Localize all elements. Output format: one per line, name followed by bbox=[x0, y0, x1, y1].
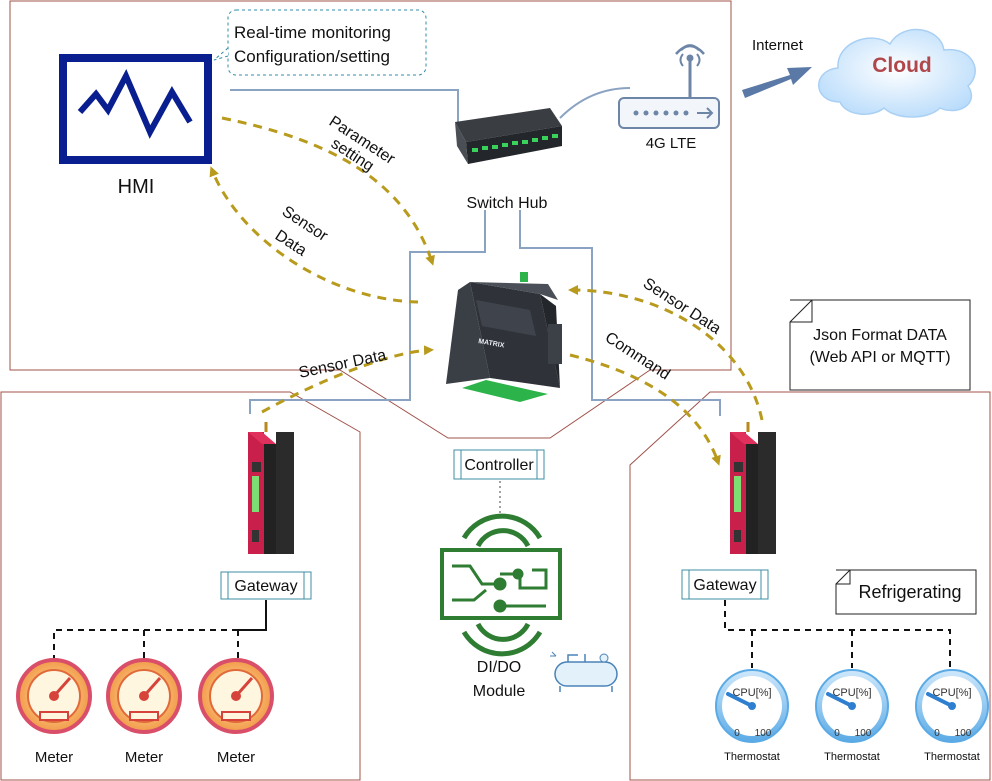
left-region-border bbox=[0, 391, 361, 781]
router-icon[interactable] bbox=[618, 44, 720, 129]
thermostat-label-3: Thermostat bbox=[924, 751, 980, 763]
flow-sensor-to-hmi bbox=[209, 166, 419, 304]
controller-brand: MATRIX bbox=[478, 338, 505, 350]
sensor-left-label: Sensor Data bbox=[297, 347, 388, 382]
tank-icon bbox=[550, 651, 618, 692]
json-note: Json Format DATA (Web API or MQTT) bbox=[789, 299, 971, 391]
thermostat-bus bbox=[724, 600, 951, 668]
gauge-2-title: CPU[%] bbox=[832, 687, 871, 699]
meter-bus bbox=[53, 600, 267, 660]
wire-switch-router bbox=[559, 87, 631, 119]
wire-hmi-switch bbox=[230, 89, 459, 122]
meter-label-1: Meter bbox=[35, 749, 73, 766]
left-gateway-device[interactable] bbox=[248, 422, 294, 554]
meter-label-3: Meter bbox=[217, 749, 255, 766]
right-gateway-label-box: Gateway bbox=[681, 569, 769, 600]
hmi-device[interactable] bbox=[59, 54, 212, 164]
controller-label-box: Controller bbox=[453, 449, 545, 480]
wire-switch-right-gateway bbox=[519, 210, 721, 416]
controller-device[interactable]: MATRIX bbox=[446, 272, 562, 402]
hmi-label: HMI bbox=[118, 176, 155, 198]
switch-hub-label: Switch Hub bbox=[467, 195, 548, 212]
meter-3[interactable] bbox=[198, 658, 274, 734]
flow-sensor-left bbox=[261, 345, 434, 414]
gauge-2-min: 0 bbox=[834, 728, 840, 739]
internet-arrow bbox=[742, 67, 812, 98]
gauge-1-title: CPU[%] bbox=[732, 687, 771, 699]
data-flows bbox=[209, 116, 764, 466]
right-gateway-device[interactable] bbox=[730, 422, 776, 554]
gauge-3-max: 100 bbox=[955, 728, 972, 739]
thermostat-gauge-3[interactable]: CPU[%] 0 100 bbox=[915, 669, 989, 743]
callout-line-2: Configuration/setting bbox=[234, 47, 390, 66]
gauge-1-max: 100 bbox=[755, 728, 772, 739]
hmi-callout: Real-time monitoring Configuration/setti… bbox=[213, 9, 427, 76]
callout-line-1: Real-time monitoring bbox=[234, 23, 391, 42]
right-gateway-label: Gateway bbox=[693, 577, 756, 594]
gauge-3-title: CPU[%] bbox=[932, 687, 971, 699]
internet-label: Internet bbox=[752, 37, 804, 54]
waveform-icon bbox=[77, 69, 193, 139]
router-label: 4G LTE bbox=[646, 135, 697, 152]
thermostat-label-2: Thermostat bbox=[824, 751, 880, 763]
wire-switch-left-gateway bbox=[249, 210, 486, 414]
command-label: Command bbox=[602, 329, 673, 383]
dido-board-icon[interactable] bbox=[440, 513, 562, 657]
meter-1[interactable] bbox=[16, 658, 92, 734]
meter-label-2: Meter bbox=[125, 749, 163, 766]
controller-label: Controller bbox=[464, 457, 534, 474]
left-gateway-label: Gateway bbox=[234, 578, 297, 595]
thermostat-gauge-2[interactable]: CPU[%] 0 100 bbox=[815, 669, 889, 743]
meter-2[interactable] bbox=[106, 658, 182, 734]
gauge-3-min: 0 bbox=[934, 728, 940, 739]
flow-sensor-right bbox=[568, 285, 764, 421]
refrigerating-note: Refrigerating bbox=[835, 569, 977, 615]
left-gateway-label-box: Gateway bbox=[220, 571, 312, 600]
dido-label-2: Module bbox=[473, 683, 526, 700]
cloud-label: Cloud bbox=[872, 54, 931, 77]
top-region-border bbox=[9, 0, 732, 439]
gauge-1-min: 0 bbox=[734, 728, 740, 739]
refrigerating-label: Refrigerating bbox=[858, 582, 961, 602]
json-note-line-2: (Web API or MQTT) bbox=[809, 349, 950, 366]
network-wiring bbox=[230, 87, 721, 416]
dido-label-1: DI/DO bbox=[477, 659, 521, 676]
thermostat-gauge-1[interactable]: CPU[%] 0 100 bbox=[715, 669, 789, 743]
sensor-right-label: Sensor Data bbox=[640, 275, 724, 338]
flow-parameter-setting bbox=[221, 116, 435, 266]
thermostat-label-1: Thermostat bbox=[724, 751, 780, 763]
hmi-screen-icon bbox=[59, 54, 212, 164]
gauge-2-max: 100 bbox=[855, 728, 872, 739]
switch-hub-icon[interactable] bbox=[455, 108, 562, 164]
json-note-line-1: Json Format DATA bbox=[813, 327, 947, 344]
cloud-icon[interactable] bbox=[818, 28, 976, 118]
right-region-border bbox=[629, 391, 991, 781]
